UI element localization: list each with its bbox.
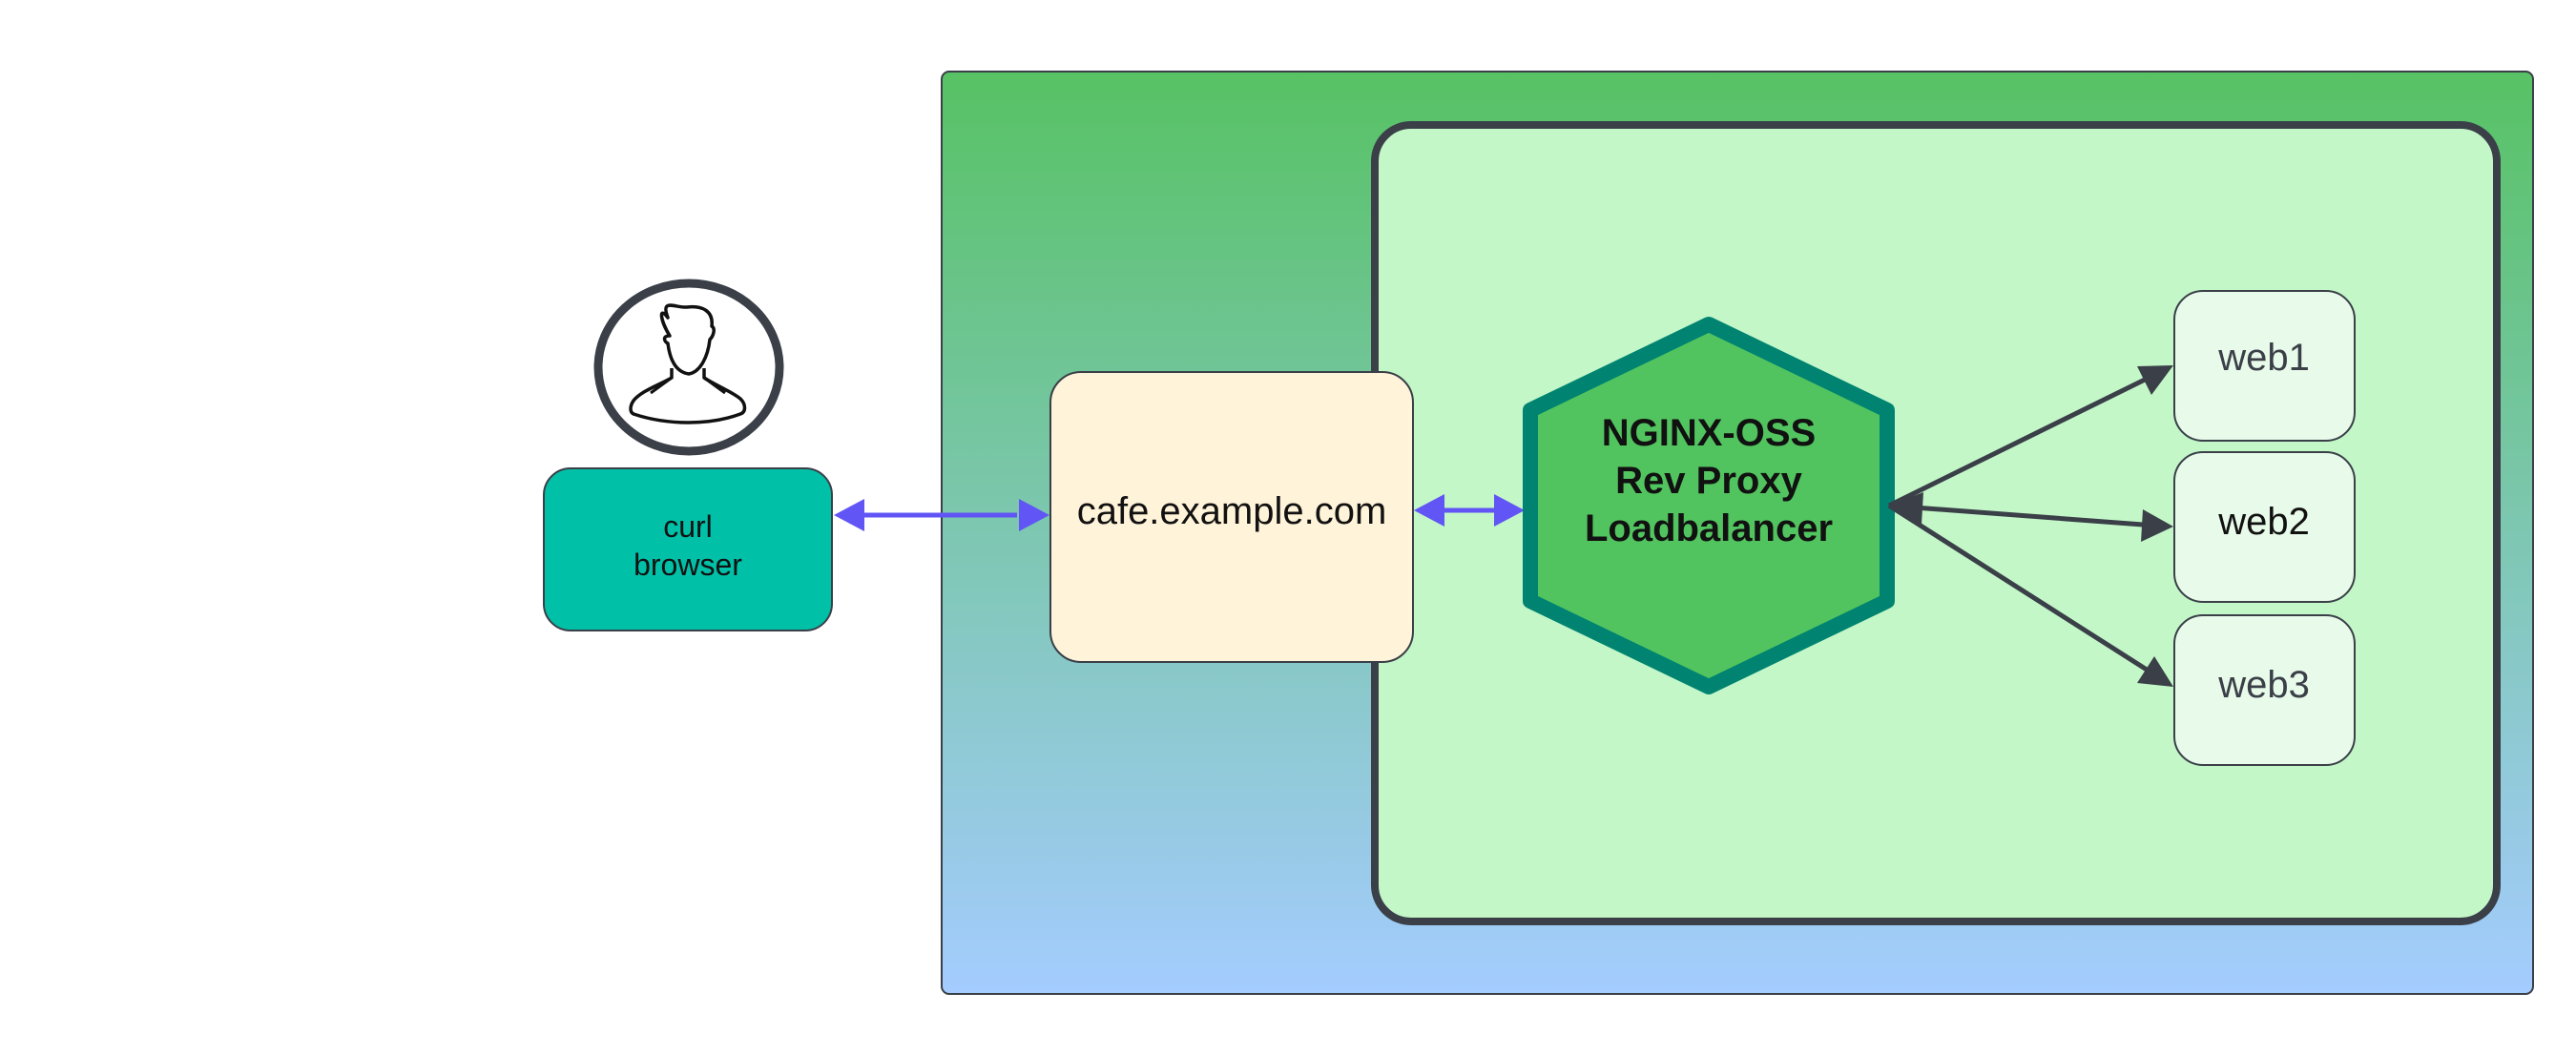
client-label-line2: browser <box>634 548 742 582</box>
web3-box <box>2173 614 2356 766</box>
web1-label: web1 <box>2217 337 2310 379</box>
web3-label: web3 <box>2217 664 2310 706</box>
proxy-label-line2: Rev Proxy <box>1615 460 1802 502</box>
host-proxy-arrow <box>1414 494 1525 527</box>
host-label: cafe.example.com <box>1077 490 1387 532</box>
host-box <box>1049 371 1414 663</box>
client-host-arrow <box>834 499 1049 531</box>
backend-web2: web2 <box>2173 451 2356 603</box>
web2-label: web2 <box>2217 501 2310 543</box>
proxy-backend-arrows <box>1887 365 2173 687</box>
arrow-to-web2 <box>1888 503 2144 528</box>
backend-web1: web1 <box>2173 290 2356 442</box>
client-box <box>543 467 833 631</box>
client-label-line1: curl <box>663 509 713 544</box>
user-icon <box>593 279 784 456</box>
proxy-node: NGINX-OSS Rev Proxy Loadbalancer <box>1523 317 1895 694</box>
web1-box <box>2173 290 2356 442</box>
proxy-label-line1: NGINX-OSS <box>1602 412 1816 454</box>
arrow-to-web3 <box>1887 503 2149 672</box>
backend-web3: web3 <box>2173 614 2356 766</box>
proxy-hexagon <box>1523 317 1895 694</box>
host-node: cafe.example.com <box>1049 371 1414 663</box>
proxy-label-line3: Loadbalancer <box>1585 507 1833 549</box>
arrow-to-web1 <box>1887 377 2147 508</box>
web2-box <box>2173 451 2356 603</box>
client-node: curl browser <box>543 467 833 631</box>
